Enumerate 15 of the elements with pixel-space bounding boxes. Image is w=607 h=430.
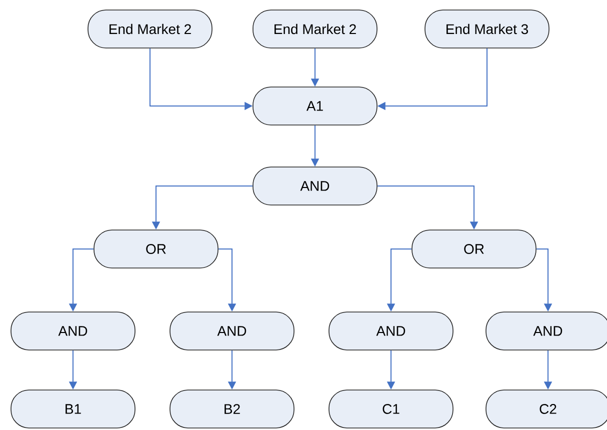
rounded-box: AND xyxy=(252,166,378,206)
rounded-box: End Market 3 xyxy=(424,10,550,48)
rounded-box: AND xyxy=(170,312,294,350)
rounded-box: C1 xyxy=(328,390,454,428)
rounded-box: C2 xyxy=(486,390,607,428)
rounded-box: OR xyxy=(94,230,218,268)
rounded-box: End Market 2 xyxy=(252,10,378,48)
rounded-box: OR xyxy=(412,230,536,268)
rounded-box: B2 xyxy=(170,390,294,428)
rounded-box: A1 xyxy=(252,86,378,126)
rounded-box: AND xyxy=(328,312,454,350)
rounded-box: AND xyxy=(486,312,607,350)
rounded-box: B1 xyxy=(10,390,136,428)
rounded-box: AND xyxy=(10,312,136,350)
rounded-box: End Market 2 xyxy=(88,10,212,48)
